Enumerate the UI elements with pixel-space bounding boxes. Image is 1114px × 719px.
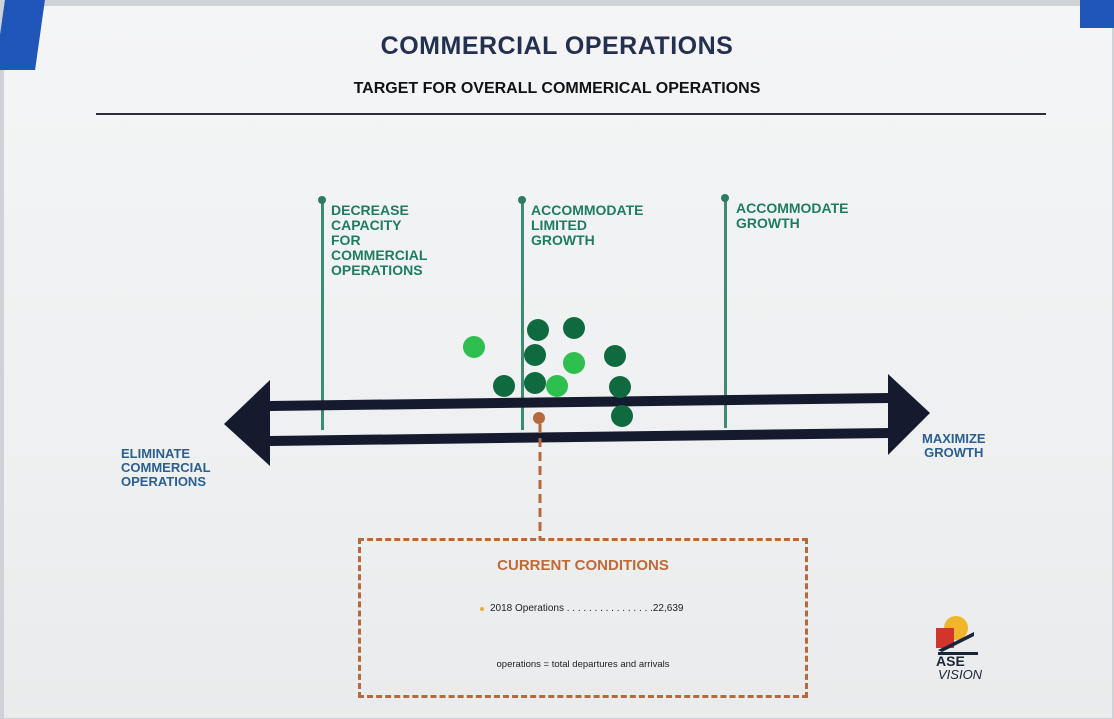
ase-vision-logo-icon: [936, 616, 978, 655]
operations-definition-note: operations = total departures and arriva…: [496, 659, 670, 670]
pole-label-growth: ACCOMMODATE GROWTH: [736, 200, 849, 231]
operations-value: 22,639: [652, 603, 684, 614]
vote-dot-dark: [563, 317, 585, 339]
logo-word-ase: ASE: [936, 653, 965, 669]
operations-row: 2018 Operations . . . . . . . . . . . . …: [490, 603, 683, 614]
vote-dot-light: [463, 336, 485, 358]
vote-dot-light: [563, 352, 585, 374]
vote-dot-dark: [527, 319, 549, 341]
operations-label: 2018 Operations: [490, 603, 564, 614]
pole-decrease: [321, 200, 324, 430]
pole-limited-growth: [521, 200, 524, 430]
pole-label-decrease: DECREASE CAPACITY FOR COMMERCIAL OPERATI…: [331, 202, 428, 278]
vote-dot-dark: [609, 376, 631, 398]
current-conditions-title: CURRENT CONDITIONS: [497, 557, 669, 574]
pole-growth-cap: [721, 194, 729, 202]
pole-limited-growth-cap: [518, 196, 526, 204]
tape-top-right: [1080, 0, 1114, 28]
vote-dot-dark: [604, 345, 626, 367]
vote-dot-light: [546, 375, 568, 397]
bullet-icon: [480, 607, 484, 611]
operations-leader: . . . . . . . . . . . . . . . .: [563, 603, 653, 614]
poster-sheet: [4, 6, 1112, 718]
pole-label-limited-growth: ACCOMMODATE LIMITED GROWTH: [531, 202, 644, 248]
logo-word-vision: VISION: [938, 667, 983, 682]
vote-dot-dark: [493, 375, 515, 397]
vote-dot-dark: [611, 405, 633, 427]
pole-growth: [724, 198, 727, 428]
scale-label-maximize: MAXIMIZE GROWTH: [922, 431, 986, 460]
pole-decrease-cap: [318, 196, 326, 204]
title-divider: [96, 113, 1046, 115]
current-conditions-box: [358, 538, 808, 698]
poster-title: COMMERCIAL OPERATIONS: [380, 32, 734, 60]
poster-subtitle: TARGET FOR OVERALL COMMERICAL OPERATIONS: [353, 80, 761, 97]
vote-dot-dark: [524, 372, 546, 394]
scale-label-eliminate: ELIMINATE COMMERCIAL OPERATIONS: [121, 446, 211, 489]
vote-dot-dark: [524, 344, 546, 366]
